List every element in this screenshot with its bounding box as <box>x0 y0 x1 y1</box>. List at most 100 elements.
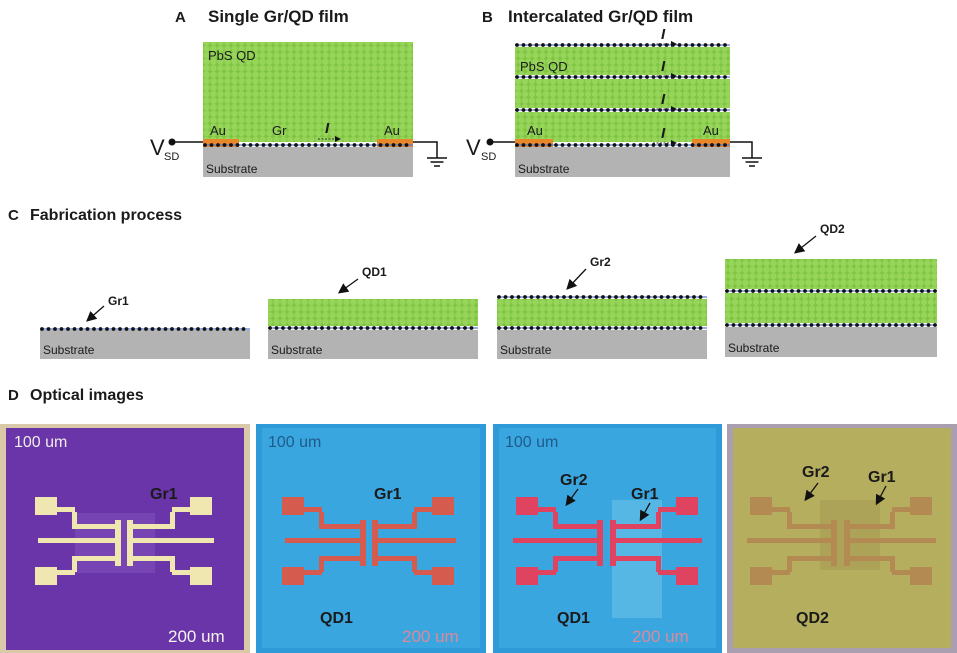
label-qd1: QD1 <box>320 610 353 627</box>
ground-icon <box>427 157 447 167</box>
qd-film <box>203 42 413 142</box>
substrate <box>515 147 730 177</box>
source-label: V <box>150 135 165 160</box>
source-sub-label: SD <box>164 151 179 163</box>
optical-image-4: Gr2 Gr1 QD2 <box>727 424 957 653</box>
panel-a: A Single Gr/QD film PbS QD Substrate Au … <box>150 7 447 177</box>
substrate-label: Substrate <box>728 341 780 355</box>
au-electrode-right <box>377 139 413 147</box>
panel-c: C Fabrication process Substrate Gr1 Subs… <box>8 207 937 359</box>
current-label-4: I <box>661 125 666 142</box>
graphene-dots-2 <box>515 75 727 79</box>
qd-label: PbS QD <box>208 48 256 63</box>
pointer-arrow-gr2 <box>804 482 819 502</box>
current-label-2: I <box>661 58 666 75</box>
panel-a-title: Single Gr/QD film <box>208 7 349 26</box>
label-gr1: Gr1 <box>868 469 896 486</box>
optical-image-2: 100 um 200 um Gr1 QD1 <box>256 424 486 653</box>
qd-layer-1 <box>515 47 730 75</box>
step-gr2: Substrate Gr2 <box>497 255 707 359</box>
electrode-pattern <box>747 497 936 585</box>
au-left-label: Au <box>527 123 543 138</box>
drain-wire <box>730 141 753 158</box>
source-sub-label: SD <box>481 151 496 163</box>
pointer-arrow-gr1 <box>875 485 887 506</box>
graphene-dots-bottom <box>515 143 727 147</box>
substrate-label: Substrate <box>206 162 258 176</box>
au-electrode-left <box>203 139 239 147</box>
panel-c-title: Fabrication process <box>30 207 182 224</box>
optical-image-3: 100 um 200 um Gr2 Gr1 QD1 <box>493 424 722 653</box>
pointer-arrow <box>793 235 817 254</box>
au-right-label: Au <box>703 123 719 138</box>
electrode-pattern <box>282 497 456 585</box>
label-gr2: Gr2 <box>560 472 588 489</box>
step-qd2: Substrate QD2 <box>725 222 937 357</box>
panel-b-letter: B <box>482 9 493 26</box>
current-label-1: I <box>661 26 666 43</box>
scale-top: 100 um <box>268 434 321 451</box>
substrate <box>40 330 250 359</box>
qd-layer-3 <box>515 112 730 142</box>
qd-layer <box>268 299 478 326</box>
panel-b: B Intercalated Gr/QD film PbS QD Substra… <box>466 7 762 177</box>
step-qd1: Substrate QD1 <box>268 265 478 359</box>
current-label-3: I <box>661 91 666 108</box>
au-electrode-right <box>692 139 730 147</box>
step-label: Gr2 <box>590 255 611 269</box>
pointer-arrow-gr2 <box>565 488 579 507</box>
substrate-label: Substrate <box>518 162 570 176</box>
graphene-dots-bottom <box>725 323 937 327</box>
panel-a-letter: A <box>175 9 186 26</box>
graphene-dots-3 <box>515 108 727 112</box>
substrate <box>725 327 937 357</box>
au-right-label: Au <box>384 123 400 138</box>
label-gr1: Gr1 <box>374 486 402 503</box>
qd-layer-top <box>725 259 937 289</box>
scale-bottom: 200 um <box>168 627 225 646</box>
optical-image-1: 100 um 200 um Gr1 <box>0 424 250 653</box>
scale-bottom: 200 um <box>632 627 689 646</box>
au-electrode-left <box>515 139 553 147</box>
current-markers: I I I I <box>653 26 677 146</box>
substrate-label: Substrate <box>43 343 95 357</box>
scale-top: 100 um <box>14 434 67 451</box>
current-label: I <box>325 120 330 137</box>
graphene-dots <box>203 143 409 147</box>
label-qd1: QD1 <box>557 610 590 627</box>
label-gr1: Gr1 <box>631 486 659 503</box>
qd-layer <box>497 299 707 326</box>
gr-label: Gr <box>272 123 287 138</box>
graphene-dots <box>268 326 474 330</box>
substrate-label: Substrate <box>500 343 552 357</box>
step-label: QD1 <box>362 265 387 279</box>
step-label: QD2 <box>820 222 845 236</box>
pointer-arrow <box>337 278 359 294</box>
au-left-label: Au <box>210 123 226 138</box>
electrode-pattern <box>35 497 214 585</box>
step-label: Gr1 <box>108 294 129 308</box>
graphene-dots-top <box>497 295 703 299</box>
graphene-dots-bottom <box>497 326 703 330</box>
panel-d: D Optical images 100 um 200 um Gr1 <box>0 387 957 653</box>
panel-b-title: Intercalated Gr/QD film <box>508 7 693 26</box>
qd-label: PbS QD <box>520 59 568 74</box>
pointer-arrow <box>566 268 587 290</box>
label-gr2: Gr2 <box>802 464 830 481</box>
graphene-dots-top <box>725 289 937 293</box>
substrate <box>203 147 413 177</box>
substrate <box>497 330 707 359</box>
substrate <box>268 330 478 359</box>
source-label: V <box>466 135 481 160</box>
graphene-dots <box>40 327 246 331</box>
scale-top: 100 um <box>505 434 558 451</box>
panel-d-letter: D <box>8 387 19 404</box>
label-qd2: QD2 <box>796 610 829 627</box>
panel-c-letter: C <box>8 207 19 224</box>
drain-wire <box>413 141 438 158</box>
pointer-arrow <box>86 305 105 322</box>
ground-icon <box>742 157 762 167</box>
panel-d-title: Optical images <box>30 387 144 404</box>
qd-layer-2 <box>515 79 730 108</box>
